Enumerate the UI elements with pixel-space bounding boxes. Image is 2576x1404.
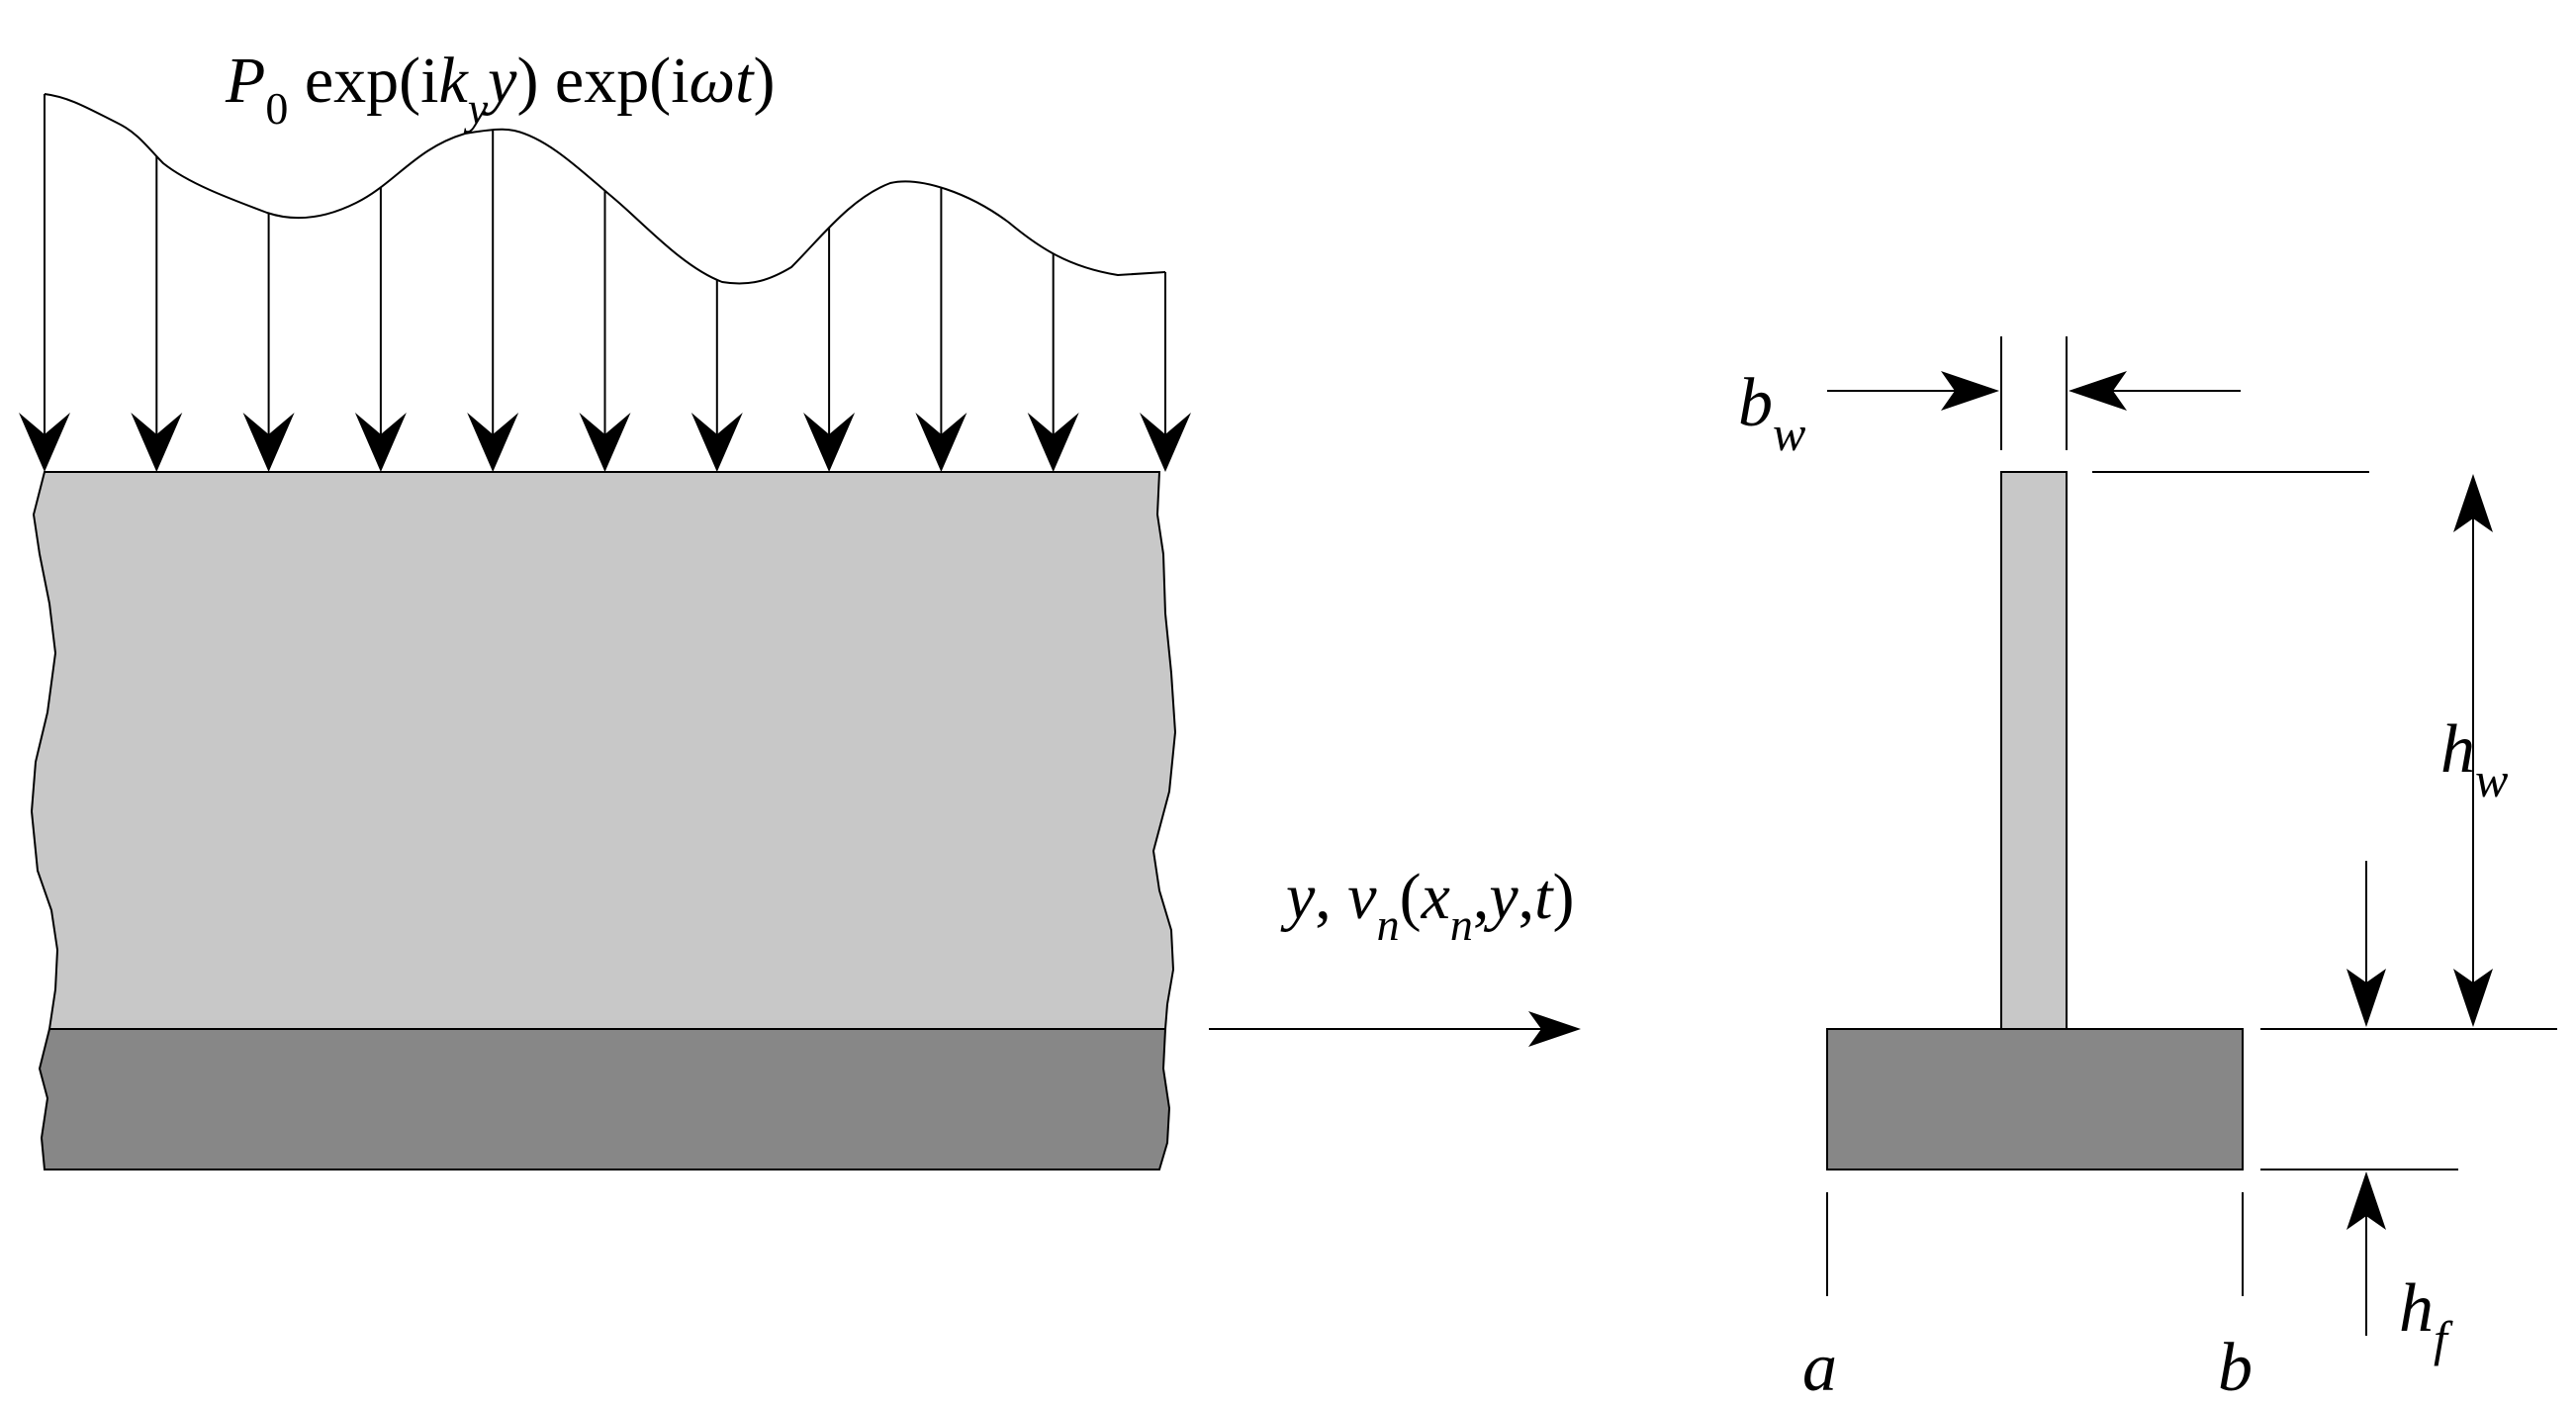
load-t: t: [735, 45, 755, 117]
displacement-label: y, vn(xn,y,t): [1280, 861, 1575, 950]
plate-cross-section: [30, 471, 1177, 1170]
dimension-lines: [1826, 336, 2557, 1336]
axis-t: t: [1534, 861, 1554, 933]
load-close: ): [754, 45, 776, 117]
hw-h: h: [2440, 711, 2475, 788]
axis-comma3: ,: [1518, 861, 1535, 933]
load-arrow-head: [579, 413, 631, 472]
bw-right-arrowhead: [2069, 371, 2127, 411]
hf-top-arrowhead: [2346, 969, 2386, 1027]
load-arrow-head: [1140, 413, 1191, 472]
axis-v: v: [1347, 861, 1377, 933]
load-omega: ω: [690, 45, 736, 117]
load-arrow-head: [19, 413, 70, 472]
load-arrow-head: [690, 413, 743, 472]
load-exp1: exp(i: [288, 45, 438, 117]
load-arrow-head: [467, 413, 519, 472]
hf-label: hf: [2399, 1270, 2453, 1366]
hw-top-arrowhead: [2453, 474, 2493, 532]
load-arrow-head: [242, 413, 295, 472]
load-exp2: ) exp(i: [516, 45, 689, 117]
pressure-envelope: [44, 93, 1166, 285]
bw-label: bw: [1738, 365, 1805, 461]
load-arrow-head: [131, 413, 183, 472]
axis-close: ): [1553, 861, 1575, 933]
load-arrow-head: [803, 413, 856, 472]
bw-left-arrowhead: [1941, 371, 1999, 411]
bw-sub: w: [1773, 406, 1805, 461]
load-y: y: [482, 45, 517, 117]
axis-x: x: [1421, 861, 1450, 933]
axis-v-sub: n: [1377, 899, 1400, 950]
dimension-arrowheads: [1941, 371, 2493, 1230]
axis-comma2: ,: [1473, 861, 1490, 933]
load-P: P: [225, 45, 265, 117]
load-arrow-head: [915, 413, 967, 472]
hf-sub: f: [2434, 1311, 2453, 1366]
load-arrow-head: [1027, 413, 1079, 472]
a-label: a: [1802, 1330, 1837, 1404]
load-arrow-head: [354, 413, 407, 472]
hf-bottom-arrowhead: [2346, 1171, 2386, 1230]
flange-strip: [38, 1028, 1171, 1170]
b-label: b: [2218, 1330, 2253, 1404]
load-k-sub: y: [464, 83, 489, 134]
hf-h: h: [2399, 1270, 2434, 1347]
flange-rect: [1826, 1028, 2244, 1170]
y-axis-arrow: [1209, 1011, 1581, 1047]
bw-b: b: [1738, 365, 1773, 441]
web-rect: [2000, 471, 2068, 1030]
hw-sub: w: [2475, 752, 2508, 807]
load-label: P0 exp(ikyy) exp(iωt): [225, 45, 775, 134]
load-arrows: [19, 94, 1191, 472]
axis-comma1: ,: [1315, 861, 1347, 933]
load-P-sub: 0: [265, 83, 288, 134]
axis-y2: y: [1483, 861, 1518, 933]
hw-label: hw: [2440, 711, 2508, 807]
stiffener-section: [1826, 471, 2244, 1170]
plate-region: [30, 471, 1177, 1030]
load-k: k: [438, 45, 469, 117]
axis-open: (: [1400, 861, 1422, 933]
axis-x-sub: n: [1450, 899, 1473, 950]
axis-y: y: [1280, 861, 1316, 933]
hw-bottom-arrowhead: [2453, 969, 2493, 1027]
